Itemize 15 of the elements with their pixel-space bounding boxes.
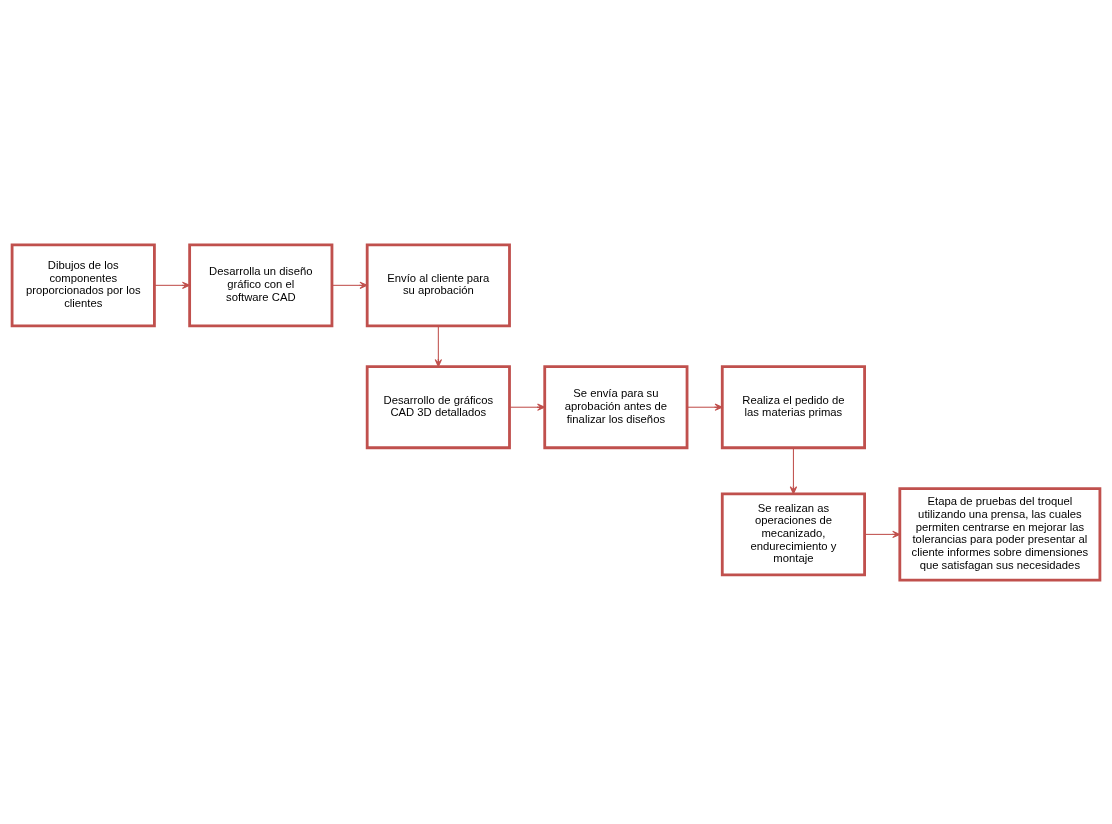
node-box: Realiza el pedido de las materias primas <box>720 364 866 449</box>
arrow <box>864 530 901 538</box>
node-box: Desarrolla un diseño gráfico con el software CAD <box>188 242 334 327</box>
node-box: Envío al cliente para su aprobación <box>365 242 511 327</box>
arrow <box>434 325 443 367</box>
node-box: Desarrollo de gráficos CAD 3D detallados <box>365 364 511 449</box>
arrow <box>686 403 723 411</box>
arrow <box>509 403 546 411</box>
arrow <box>331 281 368 289</box>
node-box: Etapa de pruebas del troquel utilizando una prensa, las cuales permiten centrarse en mejorar las tolerancias para poder presentar al cliente informes sobre dimensiones que satisfagan sus necesidades <box>898 486 1102 582</box>
node-box: Se envía para su aprobación antes de finalizar los diseños <box>543 364 689 449</box>
node-box: Dibujos de los componentes proporcionados por los clientes <box>10 242 156 327</box>
arrow <box>154 281 191 289</box>
node-box: Se realizan as operaciones de mecanizado, endurecimiento y montaje <box>720 491 866 576</box>
arrow <box>789 447 798 494</box>
